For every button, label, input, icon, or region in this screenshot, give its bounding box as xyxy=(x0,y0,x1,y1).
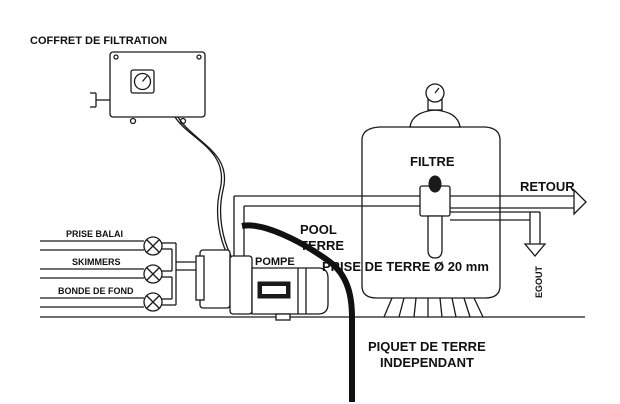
filtration-control-box xyxy=(90,51,232,257)
skimmers-label: SKIMMERS xyxy=(72,257,121,267)
ground-wire xyxy=(241,222,355,402)
prise-balai-label: PRISE BALAI xyxy=(66,229,123,239)
filtre-label: FILTRE xyxy=(410,154,455,169)
prise-de-terre-label: PRISE DE TERRE Ø 20 mm xyxy=(322,259,489,274)
pool-label: POOL xyxy=(300,222,337,237)
retour-label: RETOUR xyxy=(520,179,575,194)
pump xyxy=(195,249,329,321)
terre-label: TERRE xyxy=(300,238,344,253)
pompe-label: POMPE xyxy=(255,256,295,268)
waste-pipe xyxy=(450,211,547,258)
suction-lines xyxy=(40,236,196,312)
coffret-label: COFFRET DE FILTRATION xyxy=(30,35,167,47)
piquet-label-line2: INDEPENDANT xyxy=(380,355,474,370)
return-pipe xyxy=(450,188,587,216)
piquet-label-line1: PIQUET DE TERRE xyxy=(368,339,486,354)
bonde-de-fond-label: BONDE DE FOND xyxy=(58,286,134,296)
egout-label: EGOUT xyxy=(534,265,544,298)
pump-to-filter-pipe xyxy=(233,195,420,256)
filter-tank xyxy=(361,83,501,318)
